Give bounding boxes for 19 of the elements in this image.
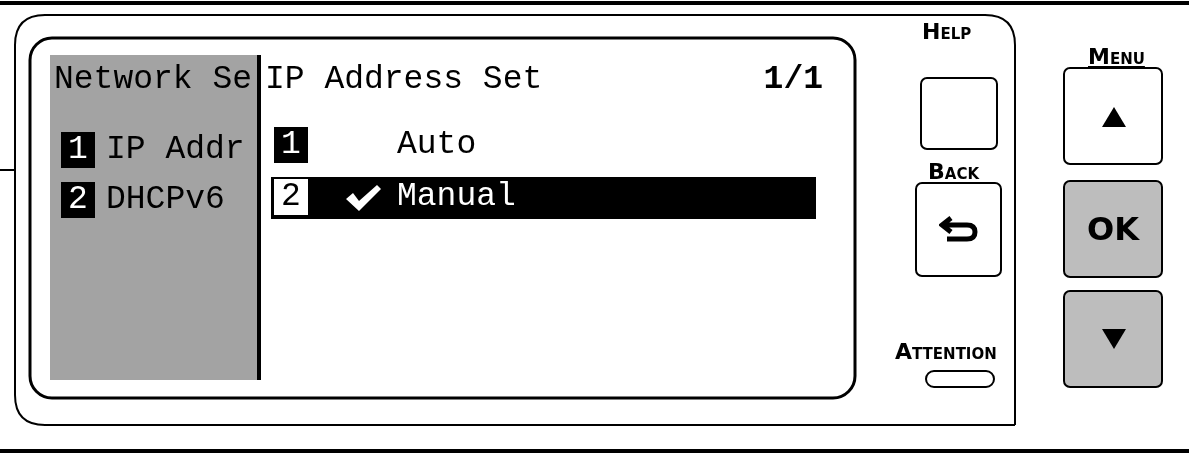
- screen-title: Network Se: [54, 61, 253, 99]
- menu-panel: [50, 55, 257, 380]
- item-number: 2: [61, 182, 95, 218]
- item-number: 1: [274, 127, 308, 163]
- menu-item-label: IP Addr: [106, 131, 245, 169]
- menu-item-label: Auto: [397, 126, 477, 164]
- page-indicator: 1/1: [763, 61, 823, 99]
- menu-item-label: Manual: [397, 178, 516, 216]
- menu-item-label: DHCPv6: [106, 181, 225, 219]
- screen-title: IP Address Set: [265, 61, 543, 99]
- item-number: 1: [61, 132, 95, 168]
- button-label: Back: [928, 160, 979, 184]
- down-button: [1063, 290, 1163, 388]
- button-label: Help: [922, 20, 972, 44]
- ok-button: OK: [1063, 180, 1163, 278]
- item-number: 2: [274, 179, 308, 215]
- selected-menu-row: [271, 177, 816, 219]
- button-label: Attention: [895, 340, 997, 364]
- button-label: Menu: [1088, 45, 1145, 69]
